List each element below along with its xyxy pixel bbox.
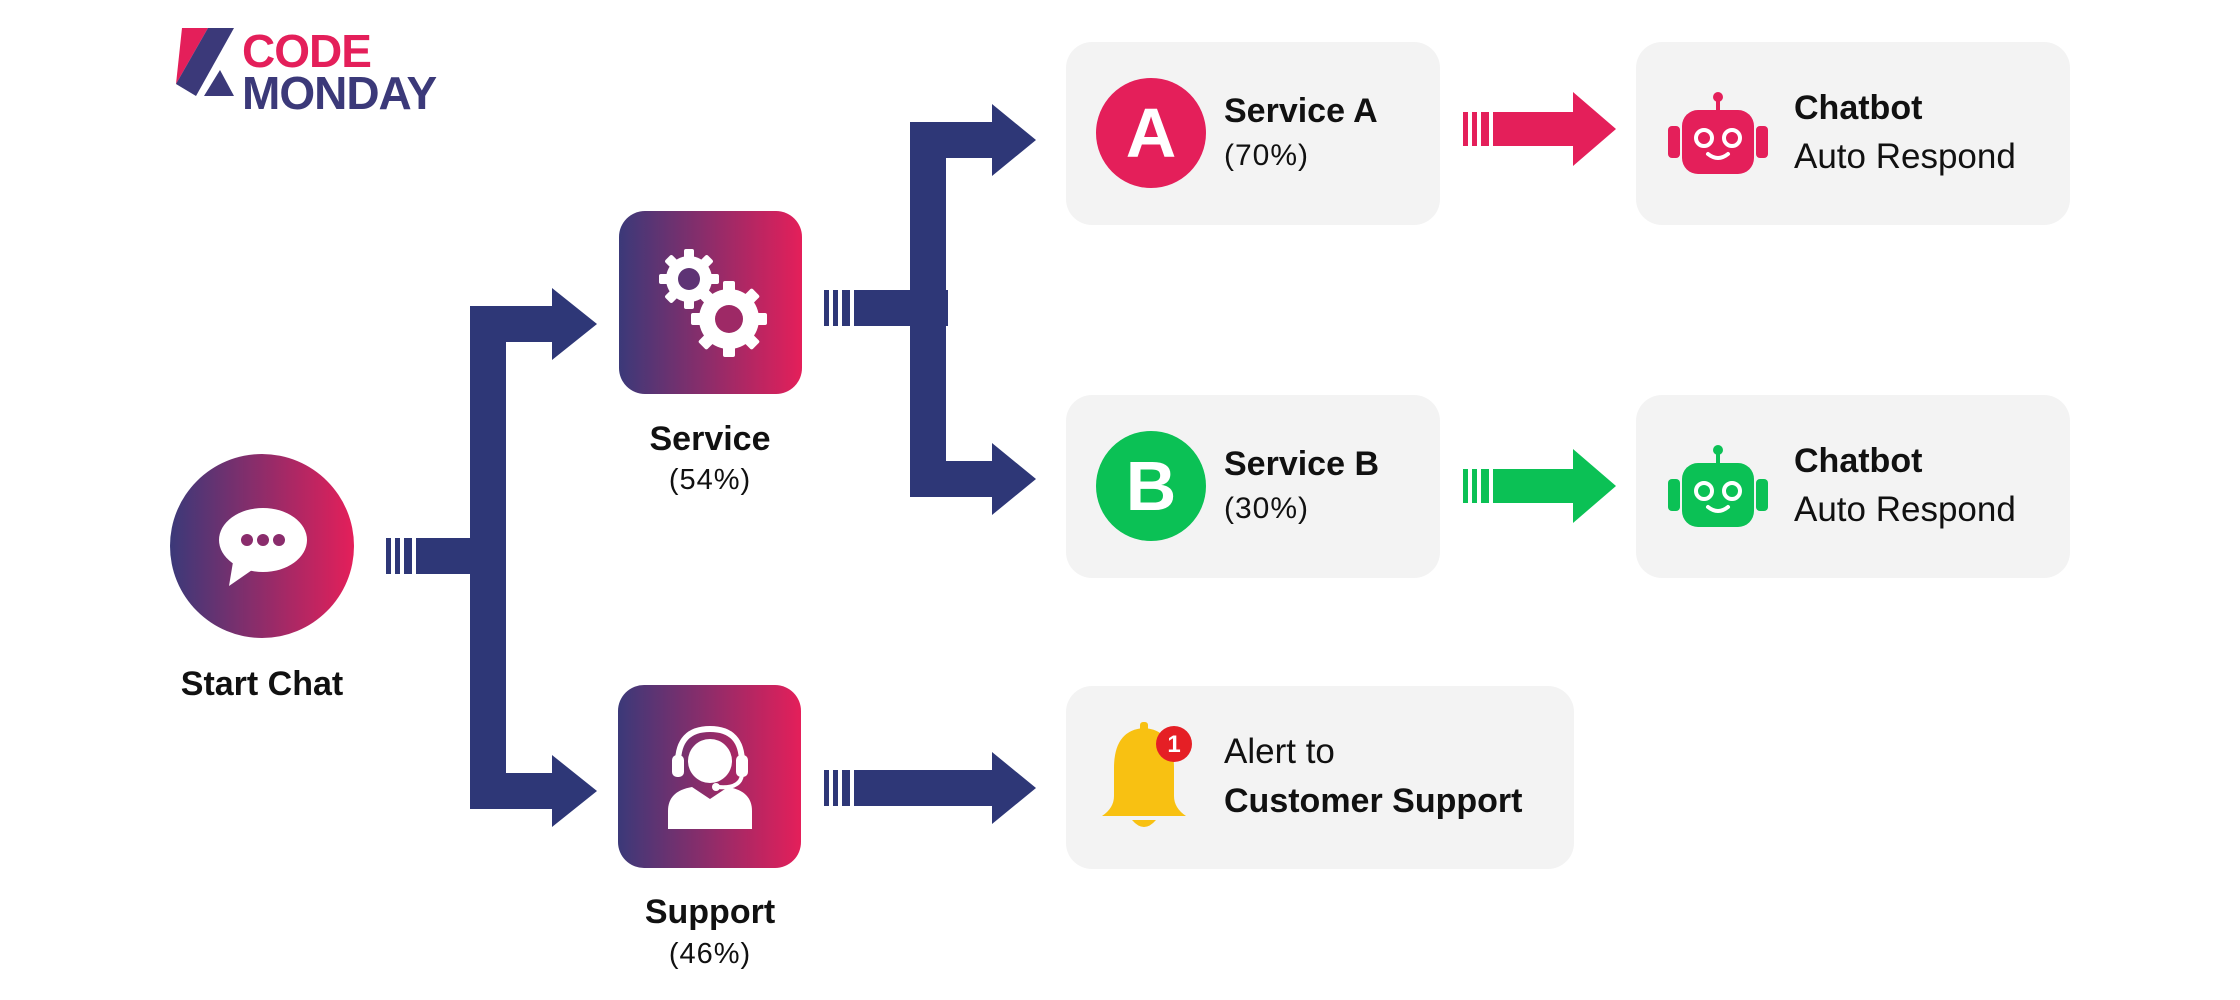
service-b-to-bot-arrow (1463, 449, 1616, 523)
alert-badge-count: 1 (1167, 731, 1180, 758)
start-tail-stripes (386, 538, 412, 574)
to-service-b-arrowhead (992, 443, 1036, 515)
chatbot-a-card: Chatbot Auto Respond (1636, 42, 2070, 225)
chatbot-a-subtitle: Auto Respond (1794, 137, 2016, 176)
to-service-b-branch (910, 461, 994, 497)
support-node (618, 685, 801, 868)
bell-icon: 1 (1102, 722, 1192, 827)
chatbot-b-subtitle: Auto Respond (1794, 490, 2016, 529)
to-support-branch (470, 773, 554, 809)
to-service-arrowhead (552, 288, 597, 360)
chatbot-b-title: Chatbot (1794, 442, 1923, 480)
brand-mark-icon (176, 28, 234, 96)
to-alert-connector (854, 770, 994, 806)
headset-agent-icon (668, 725, 752, 829)
to-service-a-branch (910, 122, 994, 158)
to-alert-arrowhead (992, 752, 1036, 824)
service-a-to-bot-arrow (1463, 92, 1616, 166)
chat-bubble-icon (219, 508, 307, 586)
service-a-percentage: (70%) (1224, 139, 1310, 172)
service-b-title: Service B (1224, 445, 1379, 483)
alert-card: 1 Alert to Customer Support (1066, 686, 1574, 869)
support-tail-stripes (824, 770, 850, 806)
gears-icon (659, 249, 767, 357)
service-b-badge: B (1096, 431, 1206, 541)
brand-line-1: CODE (242, 25, 372, 77)
service-b-card: B Service B (30%) (1066, 395, 1440, 578)
service-tail-stripes (824, 290, 850, 326)
chatbot-b-card: Chatbot Auto Respond (1636, 395, 2070, 578)
to-support-arrowhead (552, 755, 597, 827)
chatbot-a-title: Chatbot (1794, 89, 1923, 127)
service-vertical-trunk (910, 122, 946, 497)
service-b-percentage: (30%) (1224, 492, 1310, 525)
start-vertical-trunk (470, 306, 506, 809)
service-label: Service (649, 420, 771, 458)
start-chat-label: Start Chat (180, 665, 344, 703)
support-percentage: (46%) (668, 938, 752, 970)
robot-icon (1668, 445, 1768, 527)
alert-line-2: Customer Support (1224, 782, 1523, 820)
service-node (619, 211, 802, 394)
to-service-branch (470, 306, 554, 342)
to-service-a-arrowhead (992, 104, 1036, 176)
alert-line-1: Alert to (1224, 732, 1335, 771)
start-chat-node (170, 454, 354, 638)
service-a-badge: A (1096, 78, 1206, 188)
service-percentage: (54%) (668, 464, 752, 496)
service-a-card: A Service A (70%) (1066, 42, 1440, 225)
brand-line-2: MONDAY (242, 67, 437, 119)
robot-icon (1668, 92, 1768, 174)
service-a-title: Service A (1224, 92, 1378, 130)
support-label: Support (644, 893, 776, 931)
brand-logo: CODE MONDAY (170, 24, 470, 119)
